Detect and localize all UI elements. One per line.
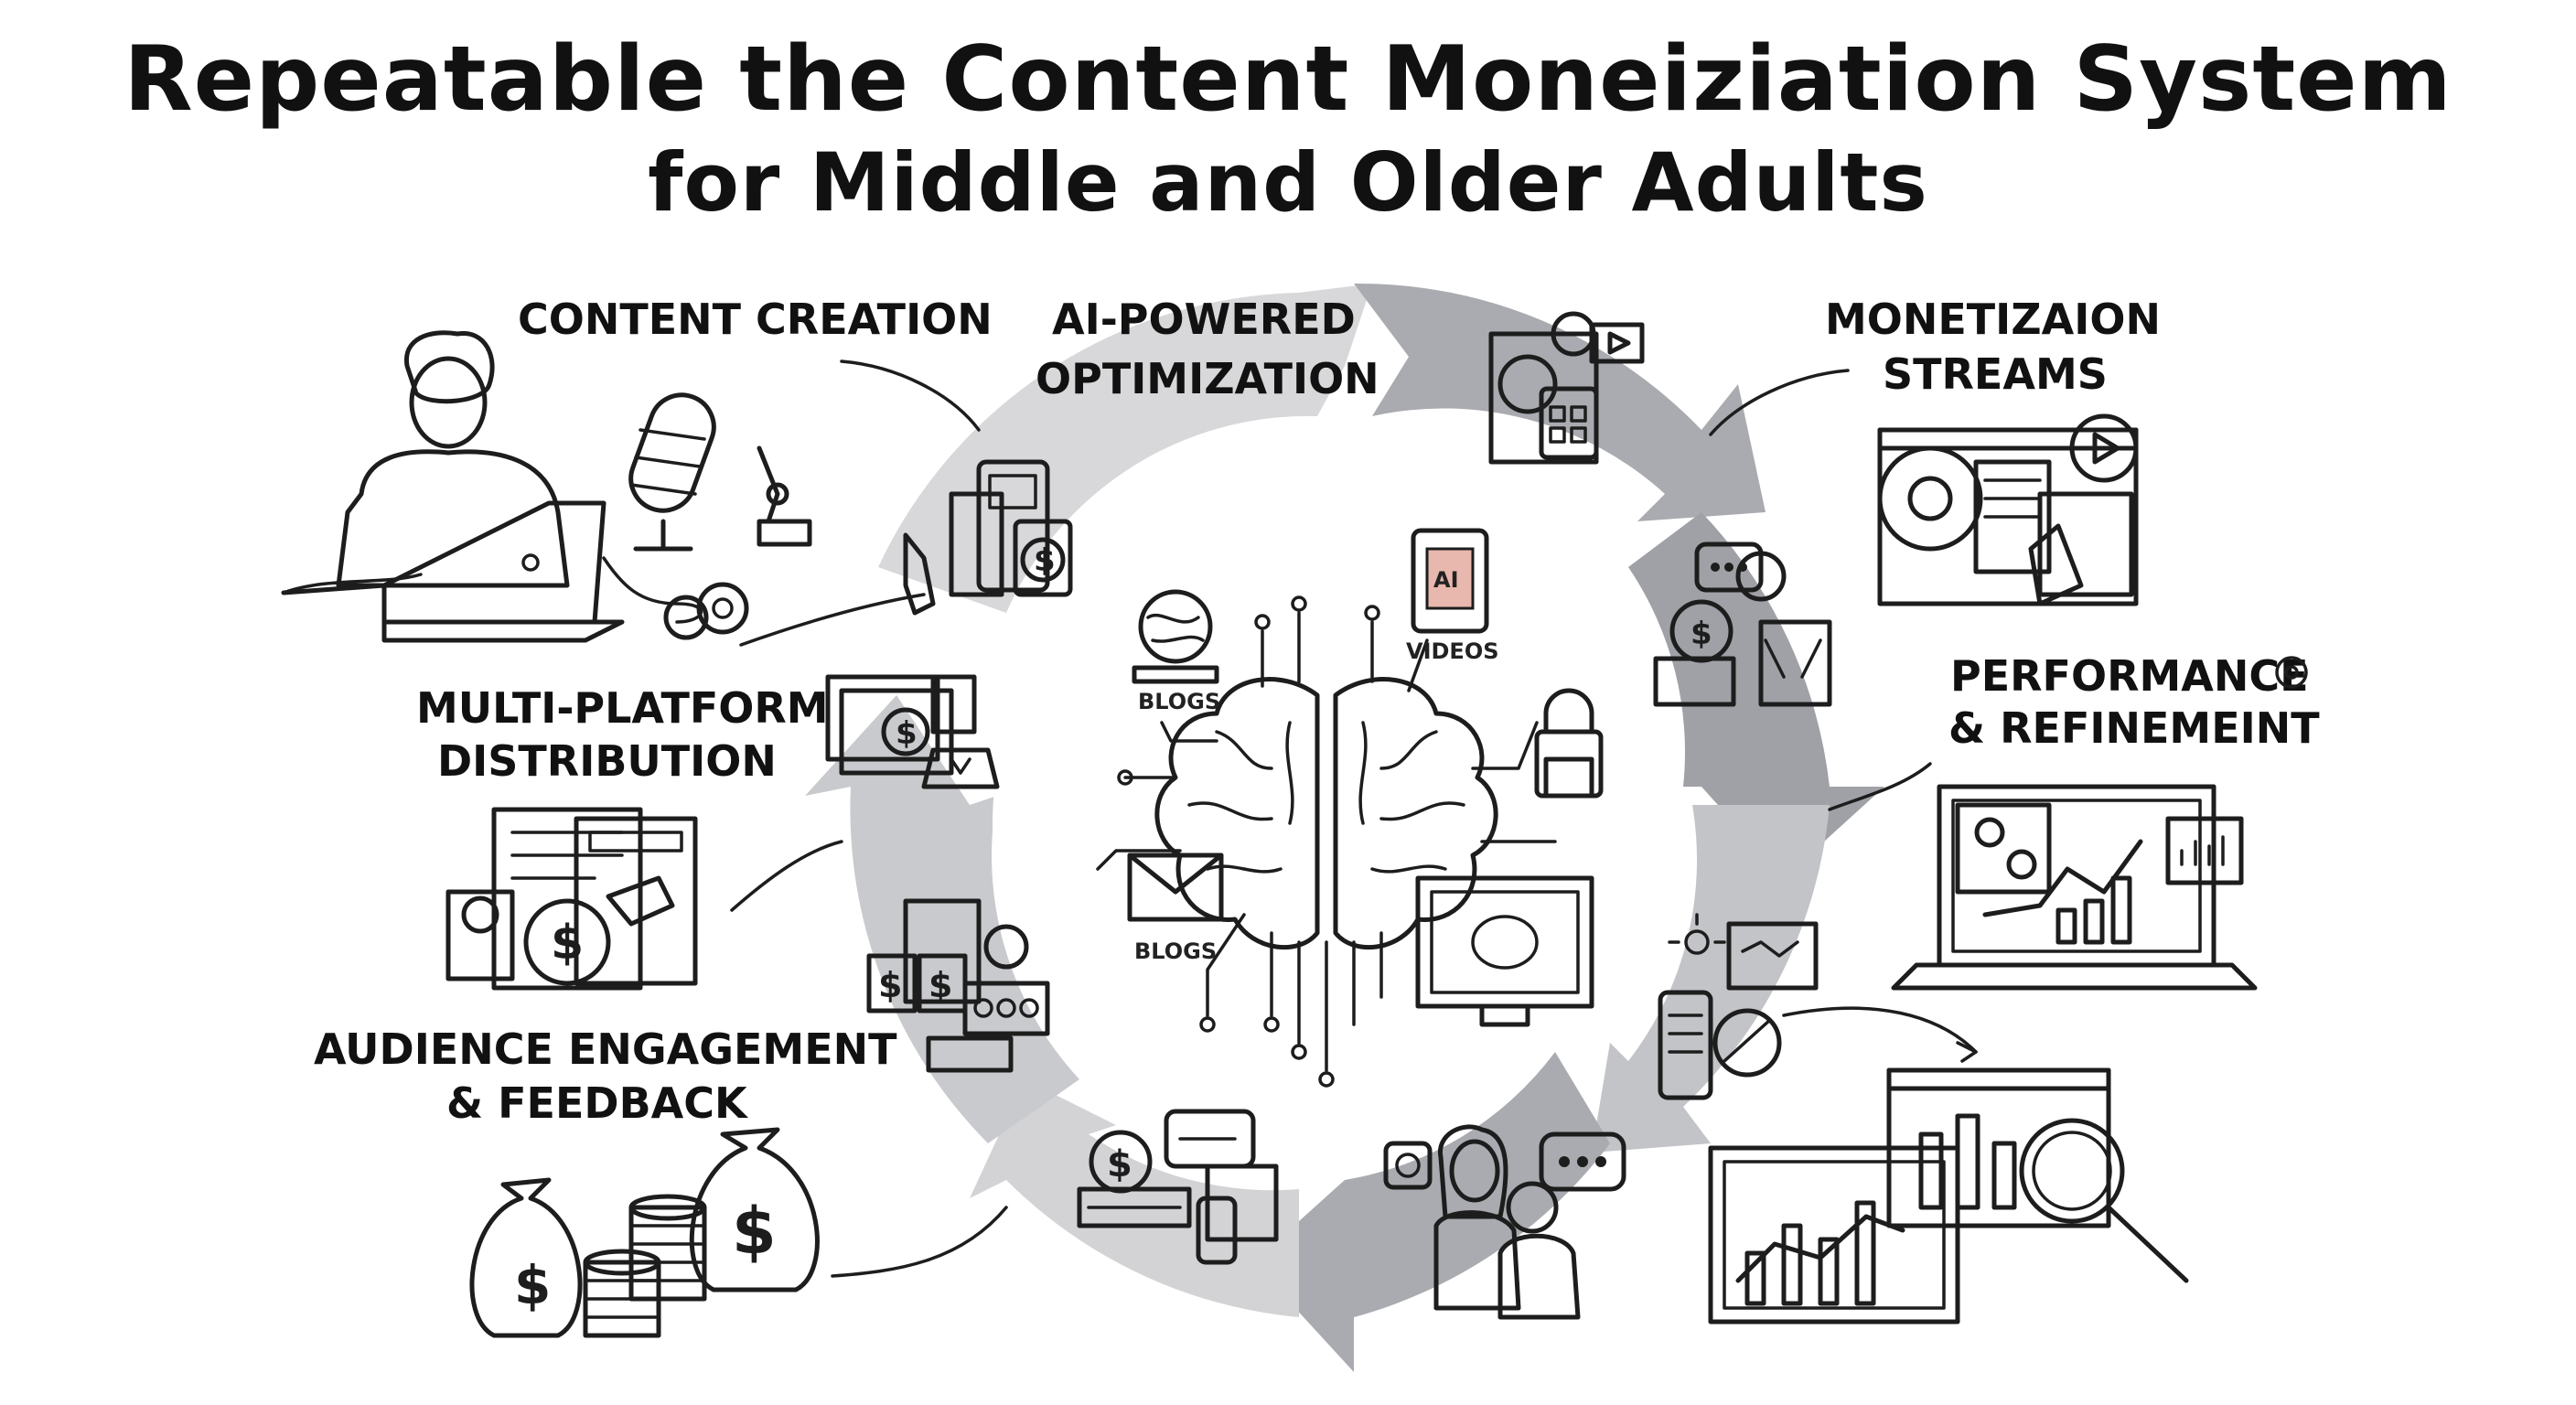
label-ai-optimization-2: OPTIMIZATION	[1036, 354, 1379, 403]
label-engagement-1: AUDIENCE ENGAGEMENT	[314, 1024, 897, 1074]
svg-text:$: $	[928, 965, 952, 1005]
label-monetization-1: MONETIZAION	[1825, 295, 2161, 344]
globe-icon	[1132, 589, 1219, 684]
money-bag-icon: $	[469, 1177, 583, 1338]
analytics-monitor-icon	[1708, 1067, 2111, 1325]
lock-icon	[1534, 688, 1604, 799]
page-title: Repeatable the Content Moneiziation Syst…	[123, 27, 2453, 132]
connector-lines	[282, 359, 1978, 1278]
ai-tools-icon-cluster: $	[903, 459, 1073, 616]
distribution-icon-cluster: $	[825, 674, 1000, 789]
person-laptop-icon	[281, 330, 625, 643]
page-subtitle: for Middle and Older Adults	[648, 135, 1928, 230]
streams-icon-cluster	[1488, 311, 1645, 465]
ring-segment-bottom-left	[970, 1079, 1299, 1317]
svg-text:$: $	[514, 1254, 551, 1316]
headphones-icon	[602, 556, 749, 640]
magnifier-icon	[2019, 1118, 2189, 1283]
coin-stack-icon	[583, 1194, 707, 1338]
cycle-ring	[805, 283, 1884, 1372]
svg-text:$: $	[1690, 616, 1712, 652]
center-label-videos: VIDEOS	[1406, 638, 1499, 664]
monetization-dashboard-icon	[1877, 413, 2139, 606]
svg-text:$: $	[1107, 1143, 1132, 1185]
svg-text:$: $	[1034, 542, 1056, 579]
center-label-blogs-bottom: BLOGS	[1134, 938, 1217, 964]
monitor-icon	[1415, 875, 1594, 1027]
ring-segment-bottom	[1253, 1052, 1610, 1372]
label-engagement-2: & FEEDBACK	[446, 1078, 749, 1128]
multi-platform-docs-icon: $	[445, 807, 698, 991]
tablet-ai-icon: AI	[1411, 528, 1489, 634]
brain-icon	[1096, 595, 1557, 1088]
money-bag-large-icon: $	[689, 1127, 820, 1292]
label-ai-optimization-1: AI-POWERED	[1052, 295, 1356, 344]
coin-chat-icon-cluster: $	[1077, 1109, 1279, 1265]
ring-segment-bottom-right	[1592, 805, 1830, 1153]
audience-people-icon	[1383, 1124, 1626, 1320]
svg-text:$: $	[878, 965, 902, 1005]
svg-text:$: $	[732, 1194, 777, 1269]
label-content-creation: CONTENT CREATION	[518, 295, 993, 344]
ring-segment-top	[1354, 283, 1766, 521]
envelope-icon	[1127, 853, 1224, 922]
label-distribution-1: MULTI-PLATFORM	[416, 683, 829, 733]
robot-arm-icon	[757, 445, 812, 547]
microphone-icon	[628, 392, 716, 552]
label-performance-2: & REFINEMEINT	[1948, 703, 2320, 753]
label-monetization-2: STREAMS	[1883, 349, 2108, 399]
earnings-icon-cluster: $	[1653, 542, 1832, 707]
performance-laptop-icon	[1891, 784, 2258, 991]
label-distribution-2: DISTRIBUTION	[437, 736, 777, 786]
gear-icon	[2275, 656, 2308, 689]
center-label-blogs-top: BLOGS	[1138, 689, 1220, 714]
label-performance-1: PERFORMANCE	[1950, 651, 2309, 701]
finance-icon-cluster: $ $	[866, 898, 1050, 1073]
svg-text:$: $	[896, 715, 918, 752]
svg-text:$: $	[551, 916, 584, 971]
analytics-icon-cluster	[1658, 913, 1819, 1100]
center-label-ai: AI	[1433, 567, 1459, 593]
